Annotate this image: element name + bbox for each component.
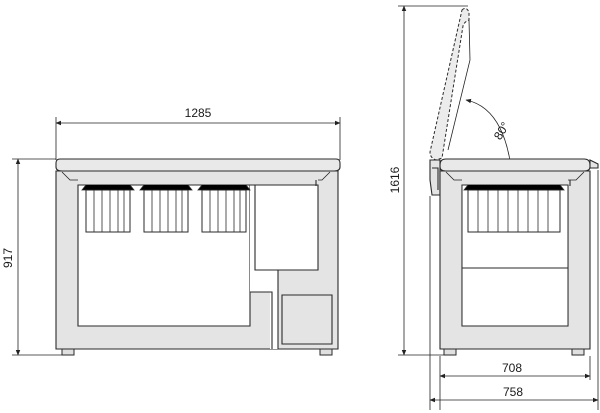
front-height-label: 917 [1,248,15,268]
side-open-lid [429,7,470,161]
side-lid [439,158,591,172]
side-height-label: 1616 [388,166,402,193]
side-depth-total-label: 758 [503,385,523,399]
side-depth-body-dimension: 708 [439,356,591,410]
side-depth-body-label: 708 [502,361,522,375]
front-foot-right [319,348,333,356]
front-width-label: 1285 [185,106,212,120]
front-height-dimension: 917 [1,158,62,356]
front-width-dimension: 1285 [55,106,341,160]
side-view: 1616 80° [388,5,599,410]
side-depth-total-dimension: 758 [429,170,599,410]
front-basket-1 [81,184,135,233]
front-lid [55,158,341,172]
side-foot-left [443,348,457,356]
side-height-dimension: 1616 [388,5,468,356]
front-basket-3 [197,184,251,233]
front-view: 1285 917 [1,106,341,356]
front-basket-2 [139,184,193,233]
side-basket [463,184,565,233]
side-foot-right [571,348,585,356]
front-foot-left [61,348,75,356]
lid-angle-label: 80° [491,119,513,142]
